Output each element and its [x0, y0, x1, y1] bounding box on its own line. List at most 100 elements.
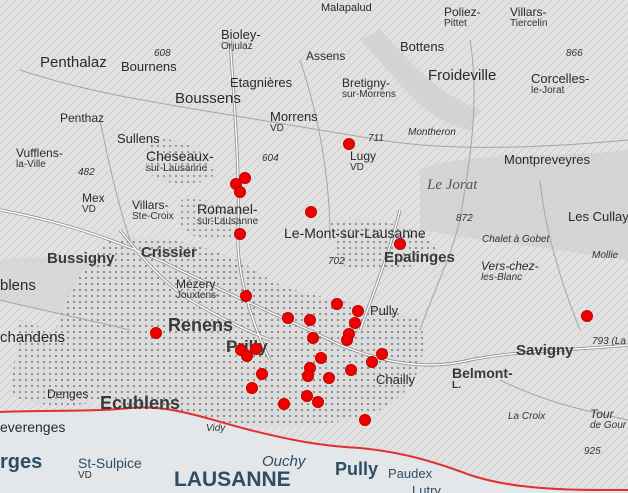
place-label-bottens: Bottens [400, 40, 444, 53]
place-label-le-jorat: Le Jorat [427, 178, 477, 193]
place-name: Chailly [376, 372, 416, 387]
place-name: Ouchy [262, 453, 306, 470]
location-marker[interactable] [304, 314, 316, 326]
location-marker[interactable] [323, 372, 335, 384]
place-name: Vufflens- [16, 146, 63, 160]
place-name: Lutry [412, 483, 441, 493]
place-sublabel: VD [270, 123, 284, 134]
place-label-denges: Denges [47, 388, 88, 400]
place-label-bournens: Bournens [121, 60, 177, 73]
place-label-villars-ste-croix: Villars-Ste-Croix [132, 199, 174, 222]
elevation-label: 604 [262, 153, 279, 164]
location-marker[interactable] [312, 396, 324, 408]
place-name: St-Sulpice [78, 455, 142, 471]
place-name: Froideville [428, 67, 497, 84]
place-name: blens [0, 277, 36, 294]
place-sublabel: Ste-Croix [132, 211, 174, 222]
location-marker[interactable] [376, 348, 388, 360]
location-marker[interactable] [301, 390, 313, 402]
place-sublabel: sur-Lausanne [146, 163, 208, 174]
place-sublabel: sur-Morrens [342, 89, 396, 100]
elevation-label: 608 [154, 48, 171, 59]
location-marker[interactable] [349, 317, 361, 329]
place-name: Villars- [510, 5, 547, 19]
place-label-pully: Pully [335, 460, 378, 478]
location-marker[interactable] [240, 290, 252, 302]
place-label-paudex: Paudex [388, 467, 432, 480]
place-name: Le-Mont-sur-Lausanne [284, 225, 426, 241]
place-name: Corcelles- [531, 71, 590, 86]
location-marker[interactable] [366, 356, 378, 368]
place-label-vidy: Vidy [206, 424, 225, 434]
place-label-mollie: Mollie [592, 251, 618, 261]
place-label-epalinges: Epalinges [384, 250, 455, 265]
place-sublabel: Pittet [444, 18, 467, 29]
location-marker[interactable] [239, 172, 251, 184]
location-marker[interactable] [278, 398, 290, 410]
location-marker[interactable] [345, 364, 357, 376]
location-marker[interactable] [302, 370, 314, 382]
place-name: Denges [47, 387, 89, 401]
location-marker[interactable] [234, 186, 246, 198]
location-marker[interactable] [359, 414, 371, 426]
location-marker[interactable] [331, 298, 343, 310]
place-sublabel: Jouxtens- [176, 290, 220, 301]
location-marker[interactable] [307, 332, 319, 344]
place-sublabel: le-Jorat [531, 85, 565, 96]
location-marker[interactable] [581, 310, 593, 322]
place-name: Belmont- [452, 365, 513, 381]
place-name: Morrens [270, 109, 318, 124]
location-marker[interactable] [343, 138, 355, 150]
place-name: Assens [306, 49, 346, 63]
place-sublabel: la-Ville [16, 159, 46, 170]
elevation-label: 925 [584, 446, 601, 457]
location-marker[interactable] [250, 343, 262, 355]
location-marker[interactable] [394, 238, 406, 250]
place-name: Les Cullay [568, 209, 628, 224]
location-marker[interactable] [305, 206, 317, 218]
place-name: Pully [370, 303, 399, 318]
place-label-corcelles-le-jorat: Corcelles-le-Jorat [531, 72, 590, 96]
place-sublabel: VD [350, 162, 364, 173]
location-marker[interactable] [256, 368, 268, 380]
place-label-blens: blens [0, 278, 36, 293]
place-name: Villars- [132, 198, 169, 212]
place-label-lausanne: LAUSANNE [174, 469, 291, 490]
location-marker[interactable] [315, 352, 327, 364]
place-label-bussigny: Bussigny [47, 251, 115, 266]
place-label-cheseaux: Cheseaux-sur-Lausanne [146, 149, 214, 174]
place-name: Tour [590, 407, 614, 421]
place-name: Savigny [516, 342, 574, 359]
place-name: Romanel- [197, 201, 258, 217]
place-name: Bussigny [47, 250, 115, 267]
place-label-vufflens-la-ville: Vufflens-la-Ville [16, 147, 63, 170]
location-marker[interactable] [282, 312, 294, 324]
place-name: Bournens [121, 59, 177, 74]
place-sublabel: L. [452, 380, 461, 391]
location-marker[interactable] [150, 327, 162, 339]
location-marker[interactable] [341, 334, 353, 346]
place-label-etagnieres: Etagnières [230, 76, 292, 89]
place-name: Pully [335, 459, 379, 479]
place-name: everenges [0, 419, 66, 435]
place-label-boussens: Boussens [175, 91, 241, 106]
place-sublabel: les-Blanc [481, 272, 523, 283]
location-marker[interactable] [246, 382, 258, 394]
place-name: rges [0, 451, 43, 473]
elevation-label: 482 [78, 167, 95, 178]
elevation-label: 702 [328, 256, 345, 267]
place-label-villars-tiercelin: Villars-Tiercelin [510, 6, 547, 29]
place-name: Mézery [176, 277, 216, 291]
place-label-chalet-a-gobet: Chalet à Gobet [482, 235, 549, 245]
place-label-sullens: Sullens [117, 132, 160, 145]
place-label-assens: Assens [306, 50, 345, 62]
location-marker[interactable] [352, 305, 364, 317]
location-marker[interactable] [234, 228, 246, 240]
place-label-renens: Renens [168, 316, 233, 334]
location-marker[interactable] [241, 350, 253, 362]
place-name: Montheron [408, 127, 456, 138]
place-label-lutry: Lutry [412, 484, 441, 493]
place-name: Renens [168, 315, 234, 335]
